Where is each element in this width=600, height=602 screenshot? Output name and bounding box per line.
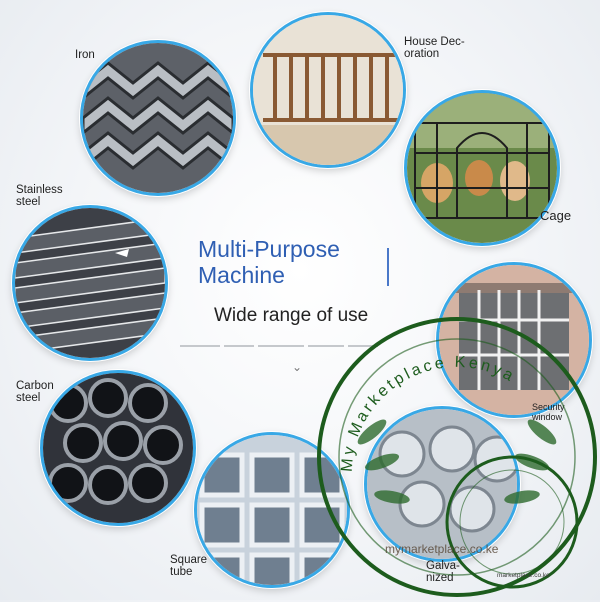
page-subtitle: Wide range of use [214,305,369,326]
window-grille-image [439,265,589,415]
square-tube-image [197,435,347,585]
title-divider [387,248,389,286]
cage-photo [404,90,560,246]
security-window-photo [436,262,592,418]
galvanized-pipe-image [367,409,517,559]
iron-photo [80,40,236,196]
label-square-tube: Square tube [170,554,208,578]
label-galvanized: Galva- nized [426,560,460,584]
railing-image [253,15,403,165]
label-stainless-steel: Stainless steel [16,184,63,208]
label-security-window: Security window [532,402,565,422]
steel-plate-image [15,208,165,358]
label-cage: Cage [540,208,572,223]
label-iron: Iron [75,49,95,61]
carbon-steel-photo [40,370,196,526]
label-house-decoration: House Dec- oration [404,36,465,60]
chevron-down-icon: ⌄ [292,360,303,374]
galvanized-photo [364,406,520,562]
page-title: Multi-Purpose Machine [198,236,340,288]
house-decoration-photo [250,12,406,168]
decorative-fine-print [180,345,378,347]
label-carbon-steel: Carbon steel [16,380,54,404]
dog-cage-image [407,93,557,243]
stainless-steel-photo [12,205,168,361]
square-tube-photo [194,432,350,588]
watermark-url: mymarketplace.co.ke [385,542,499,556]
angle-iron-image [83,43,233,193]
steel-pipes-image [43,373,193,523]
watermark-url-small: marketplace.co.ke [497,572,550,579]
